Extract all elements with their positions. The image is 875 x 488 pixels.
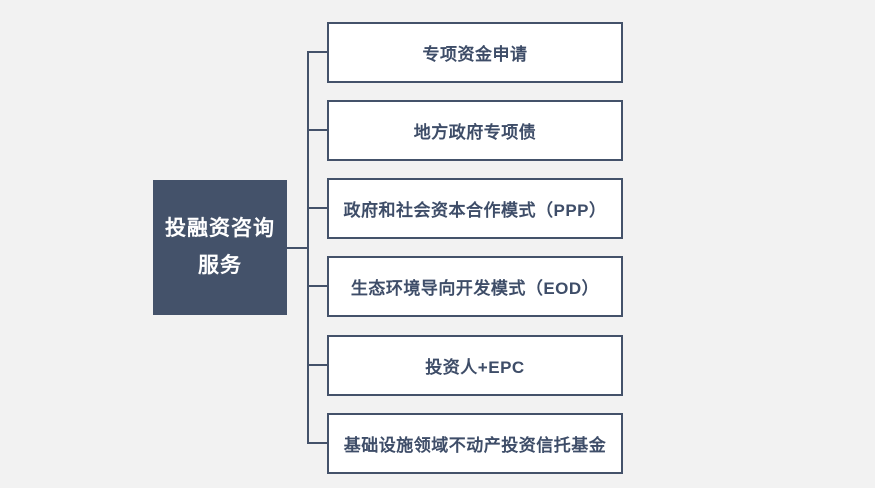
- connector-branch: [309, 285, 327, 287]
- leaf-node-investor-plus-epc: 投资人+EPC: [327, 335, 623, 396]
- connector-spine: [307, 51, 309, 444]
- connector-branch: [309, 207, 327, 209]
- connector-branch: [309, 364, 327, 366]
- connector-branch: [309, 129, 327, 131]
- connector-branch: [309, 51, 327, 53]
- leaf-node-local-government-special-bonds: 地方政府专项债: [327, 100, 623, 161]
- connector-branch: [309, 442, 327, 444]
- leaf-node-eod-model: 生态环境导向开发模式（EOD）: [327, 256, 623, 317]
- leaf-node-infrastructure-reits: 基础设施领域不动产投资信托基金: [327, 413, 623, 474]
- connector-root: [287, 247, 307, 249]
- leaf-node-ppp-model: 政府和社会资本合作模式（PPP）: [327, 178, 623, 239]
- leaf-node-special-fund-application: 专项资金申请: [327, 22, 623, 83]
- root-node-investment-financing-consulting: 投融资咨询服务: [153, 180, 287, 315]
